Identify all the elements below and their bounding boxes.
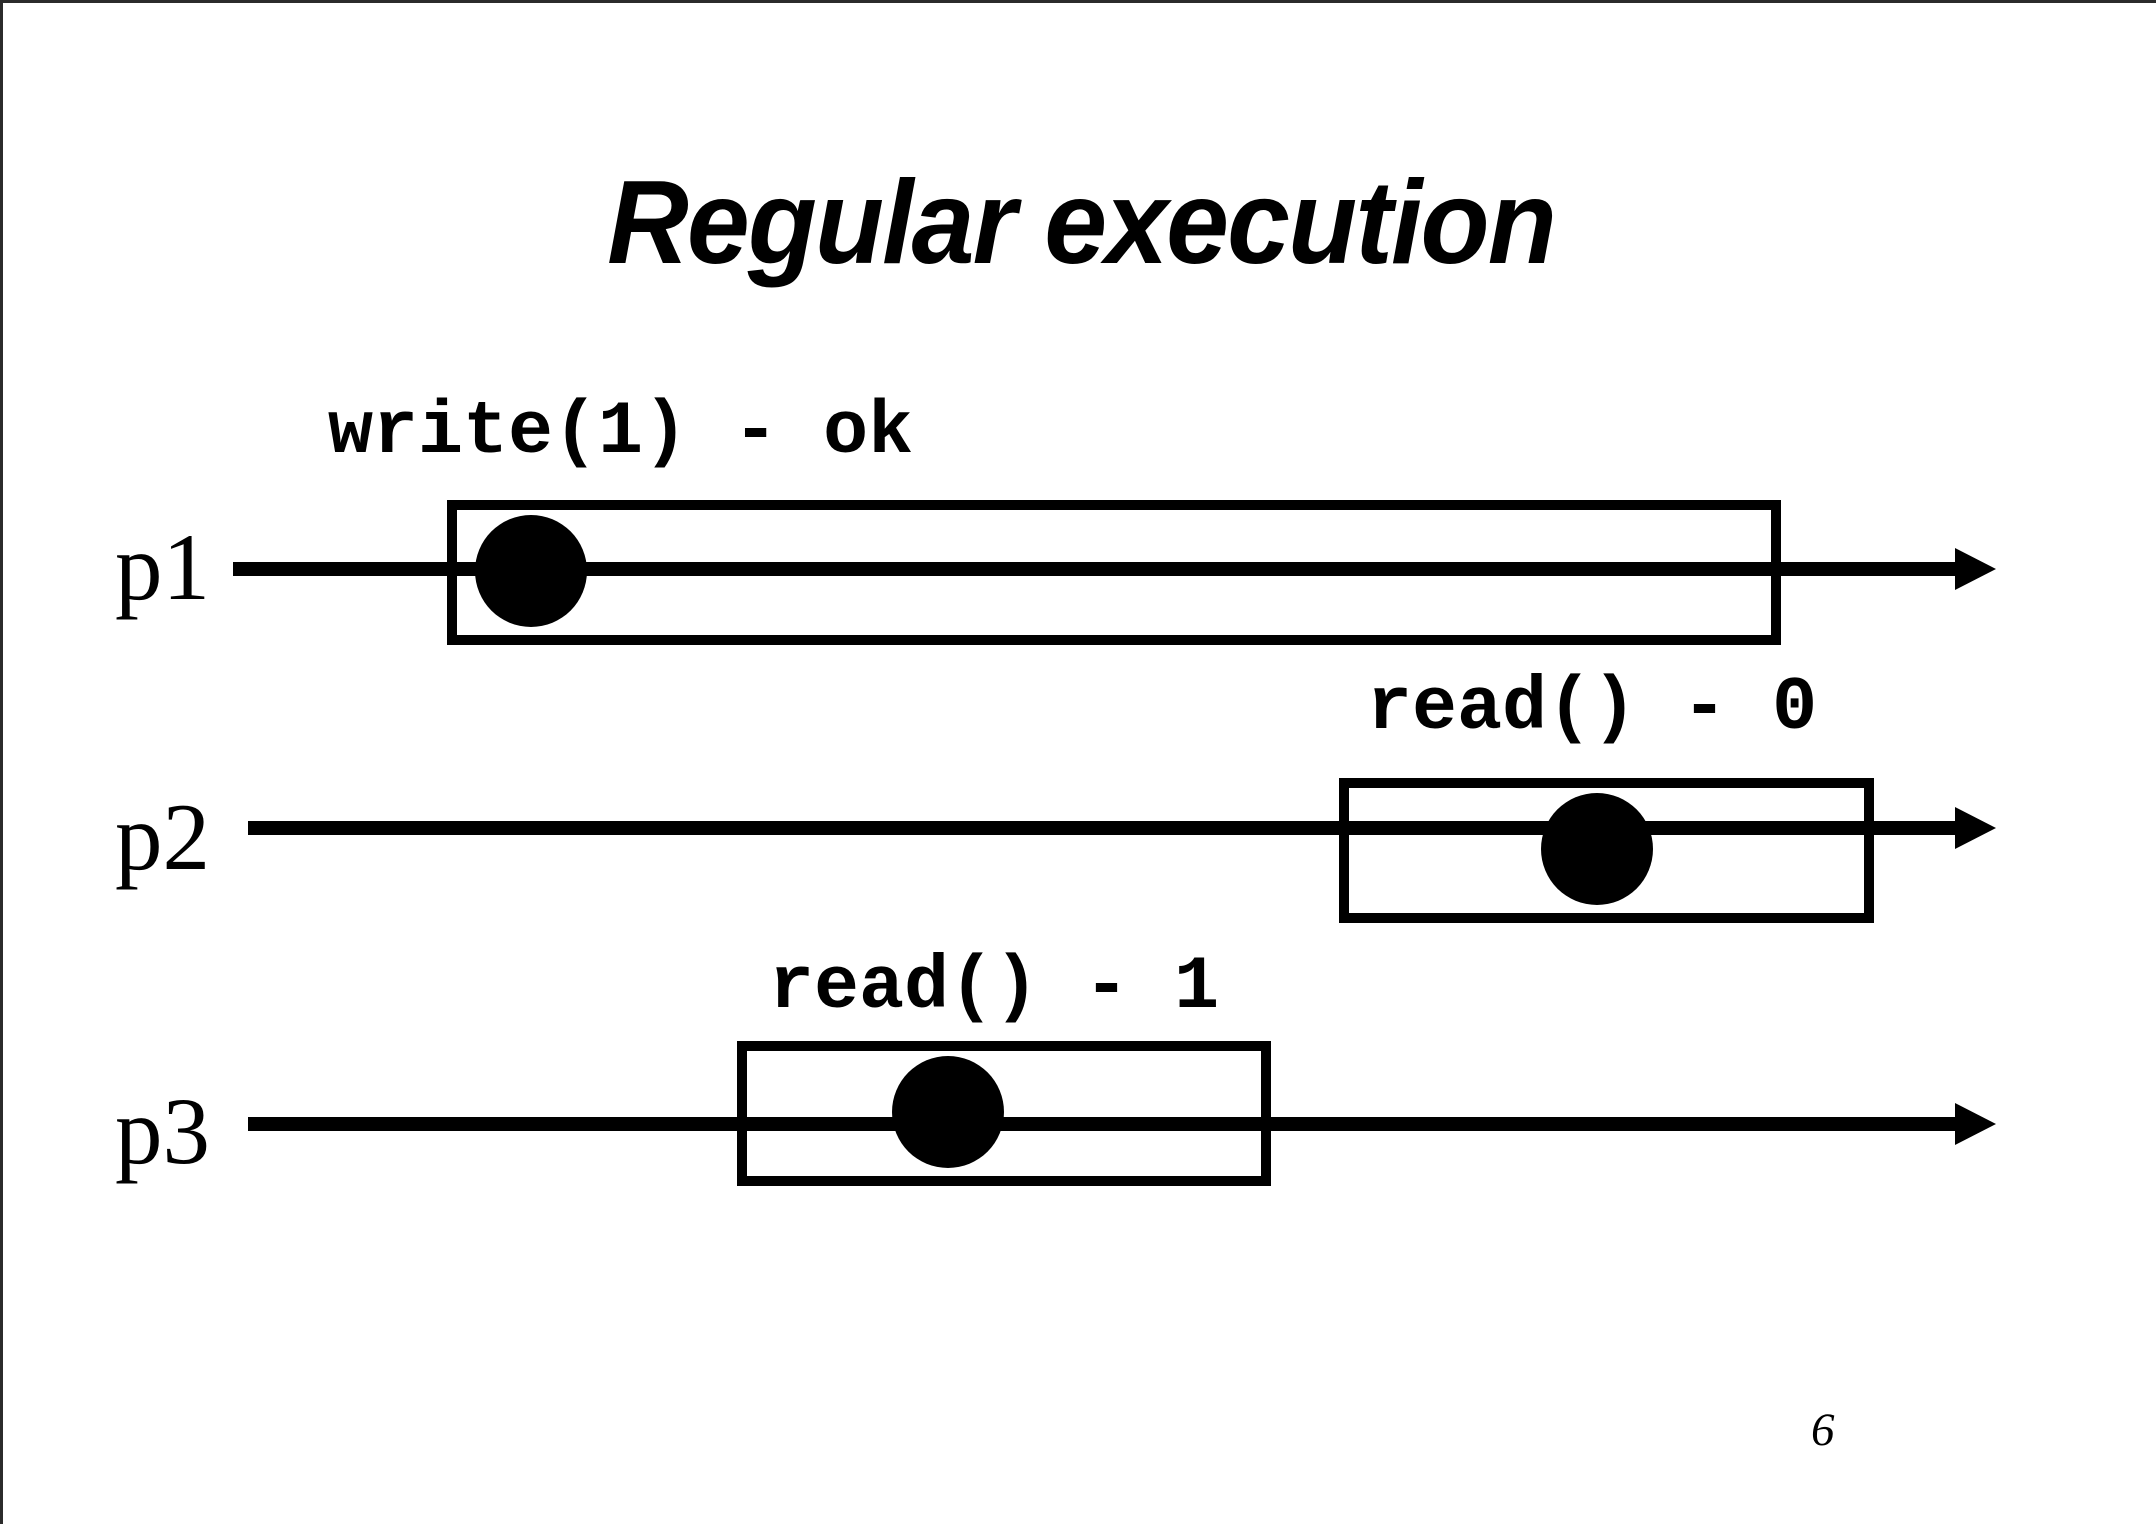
operation-point-dot-p2 (1541, 793, 1653, 905)
process-label-p3: p3 (115, 1078, 210, 1184)
slide-title: Regular execution (607, 156, 1557, 289)
page-number: 6 (1811, 1404, 1835, 1456)
operation-interval-box-p2 (1339, 778, 1874, 923)
process-label-p1: p1 (115, 514, 210, 620)
operation-label-write: write(1) - ok (328, 390, 914, 475)
operation-point-dot-p1 (475, 515, 587, 627)
operation-interval-box-p3 (737, 1041, 1271, 1186)
process-label-p2: p2 (115, 784, 210, 890)
timeline-arrow-shaft-p1 (233, 562, 1956, 576)
arrowhead-icon (1955, 1103, 1996, 1145)
arrowhead-icon (1955, 807, 1996, 849)
operation-label-read-0: read() - 0 (1367, 666, 1818, 751)
timeline-arrow-shaft-p2 (248, 821, 1956, 835)
timeline-arrow-shaft-p3 (248, 1117, 1956, 1131)
operation-label-read-1: read() - 1 (769, 945, 1220, 1030)
operation-point-dot-p3 (892, 1056, 1004, 1168)
arrowhead-icon (1955, 548, 1996, 590)
operation-interval-box-p1 (447, 500, 1781, 645)
